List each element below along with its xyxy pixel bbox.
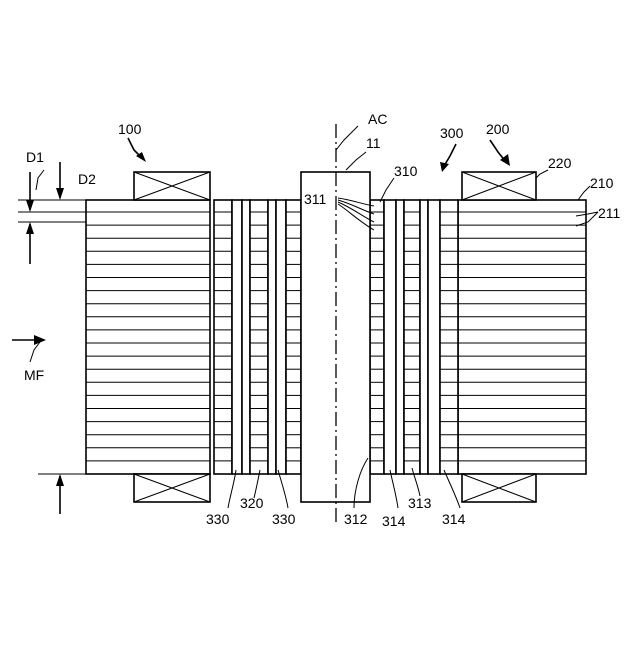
left-core-100 <box>86 200 210 474</box>
label-312: 312 <box>344 511 368 527</box>
left-core-outline <box>86 200 210 474</box>
leader-310 <box>380 178 394 202</box>
left-strip-group <box>214 200 301 474</box>
right-core-210 <box>458 200 586 474</box>
label-mf: MF <box>24 367 44 383</box>
leader-300 <box>444 144 456 166</box>
label-100: 100 <box>118 121 142 137</box>
label-314-right: 314 <box>442 511 466 527</box>
label-210: 210 <box>590 175 614 191</box>
label-ac: AC <box>368 111 387 127</box>
label-220: 220 <box>548 155 572 171</box>
right-core-outline <box>458 200 586 474</box>
axis-ac-leader <box>336 126 358 150</box>
label-320: 320 <box>240 495 264 511</box>
label-313: 313 <box>408 495 432 511</box>
label-11: 11 <box>366 135 381 151</box>
leader-11 <box>346 152 366 170</box>
label-211: 211 <box>598 205 621 221</box>
right-top-coil-220 <box>462 172 536 200</box>
label-200: 200 <box>486 121 510 137</box>
label-d1: D1 <box>26 149 44 165</box>
label-311: 311 <box>304 191 327 207</box>
right-strip-group <box>370 200 458 474</box>
label-300: 300 <box>440 125 464 141</box>
bottom-dimension <box>38 474 86 514</box>
right-bottom-coil <box>462 474 536 502</box>
label-330-left: 330 <box>206 511 230 527</box>
magnetic-flux-arrow <box>12 335 46 362</box>
label-330-right: 330 <box>272 511 296 527</box>
leader-210 <box>578 186 590 200</box>
left-top-coil <box>134 172 210 200</box>
label-310: 310 <box>394 163 418 179</box>
left-bottom-coil <box>134 474 210 502</box>
label-d2: D2 <box>78 171 96 187</box>
dimension-d1-d2 <box>18 162 86 264</box>
leader-220 <box>536 170 548 178</box>
label-314-left: 314 <box>382 513 406 529</box>
